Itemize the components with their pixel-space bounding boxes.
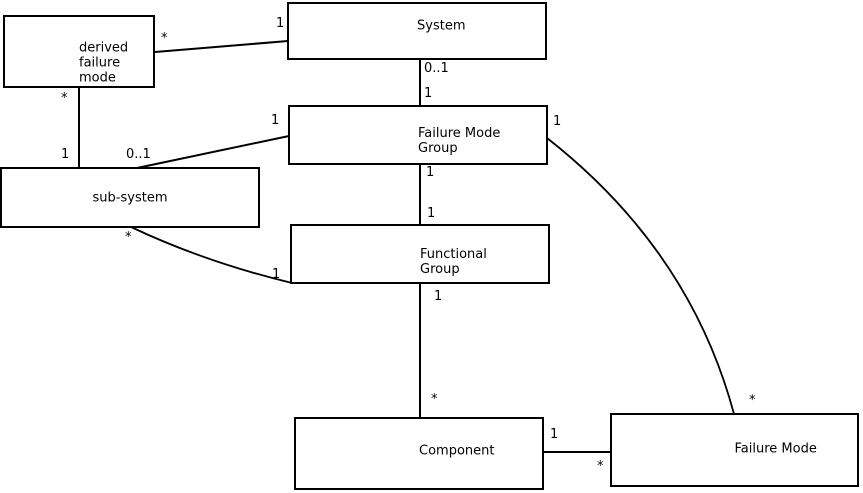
connector-derived-failure-mode-system: [154, 40, 289, 53]
connector-sub-system-functional-group: [130, 226, 293, 284]
multiplicity-dfm-subsystem-near-subsystem: 1: [61, 147, 70, 162]
multiplicity-dfm-system-near-system: 1: [276, 16, 285, 31]
entity-failure-mode-group: Failure Mode Group: [288, 105, 548, 165]
entity-failure-mode: Failure Mode: [610, 413, 859, 487]
multiplicity-fg-component-near-fg: 1: [434, 289, 443, 304]
entity-label-system: System: [417, 18, 466, 34]
multiplicity-subsystem-fg-near-fg: 1: [272, 267, 281, 282]
entity-label-sub-system: sub-system: [92, 190, 168, 205]
multiplicity-fg-component-near-component: *: [431, 392, 438, 407]
multiplicity-component-fm-near-fm: *: [597, 459, 604, 474]
multiplicity-subsystem-fmg-near-subsystem: 0..1: [126, 147, 151, 162]
multiplicity-fmg-fm-near-fm: *: [749, 393, 756, 408]
entity-label-failure-mode-group: Failure Mode Group: [418, 126, 501, 156]
multiplicity-fmg-fg-near-fmg: 1: [426, 165, 435, 180]
connector-failure-mode-group-failure-mode: [546, 137, 735, 415]
entity-derived-failure-mode: derived failure mode: [3, 15, 155, 88]
multiplicity-fmg-fm-near-fmg: 1: [553, 114, 562, 129]
entity-label-failure-mode: Failure Mode: [734, 441, 817, 457]
entity-label-functional-group: Functional Group: [420, 247, 487, 277]
entity-system: System: [287, 2, 547, 60]
entity-component: Component: [294, 417, 544, 490]
multiplicity-dfm-subsystem-near-dfm: *: [61, 91, 68, 106]
multiplicity-component-fm-near-component: 1: [550, 427, 559, 442]
multiplicity-subsystem-fg-near-subsystem: *: [125, 230, 132, 245]
entity-label-component: Component: [419, 443, 495, 458]
multiplicity-system-fmg-near-system: 0..1: [424, 61, 449, 76]
entity-functional-group: Functional Group: [290, 224, 550, 284]
entity-sub-system: sub-system: [0, 167, 260, 228]
entity-label-derived-failure-mode: derived failure mode: [79, 40, 129, 85]
connector-sub-system-failure-mode-group: [136, 135, 290, 169]
multiplicity-subsystem-fmg-near-fmg: 1: [271, 113, 280, 128]
multiplicity-system-fmg-near-fmg: 1: [424, 86, 433, 101]
multiplicity-dfm-system-near-dfm: *: [161, 31, 168, 46]
multiplicity-fmg-fg-near-fg: 1: [427, 206, 436, 221]
